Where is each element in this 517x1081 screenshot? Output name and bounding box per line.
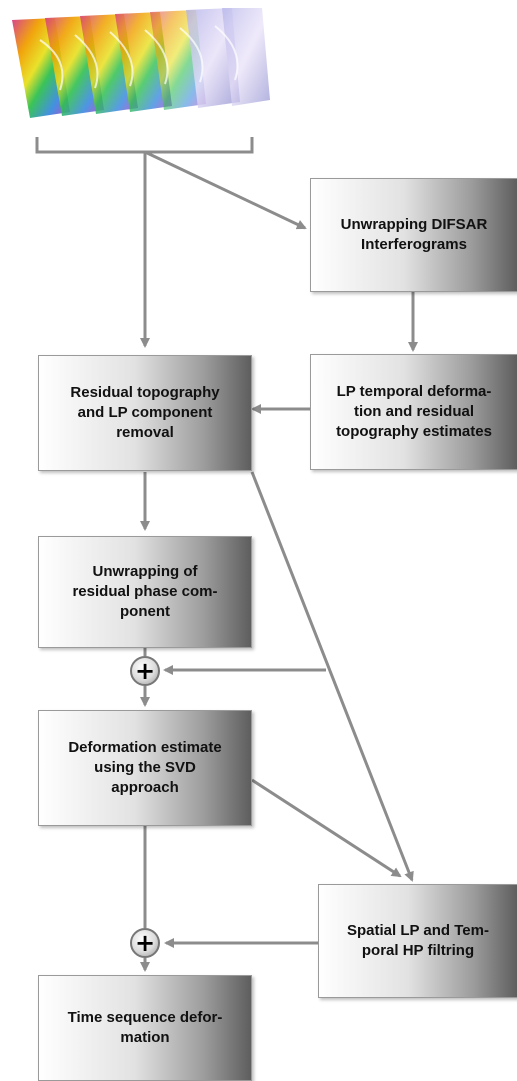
box-unwrapping-difsar: Unwrapping DIFSAR Interferograms	[310, 178, 517, 292]
sum-node-2: +	[130, 928, 160, 958]
box-time-sequence-deformation: Time sequence defor- mation	[38, 975, 252, 1081]
box-residual-topography-removal: Residual topography and LP component rem…	[38, 355, 252, 471]
stack-bracket	[35, 137, 254, 154]
interferogram-frames	[12, 8, 270, 118]
box-lp-temporal-estimates: LP temporal deforma- tion and residual t…	[310, 354, 517, 470]
box-unwrapping-residual-phase: Unwrapping of residual phase com- ponent	[38, 536, 252, 648]
sum-node-1: +	[130, 656, 160, 686]
arrow-stack-to-unwrap	[144, 150, 307, 230]
arrow-residual-to-spatial	[250, 471, 414, 882]
interferogram-stack-icon	[12, 8, 270, 118]
arrow-svd-to-spatial	[251, 778, 402, 878]
box-svd-deformation-estimate: Deformation estimate using the SVD appro…	[38, 710, 252, 826]
box-spatial-lp-temporal-hp: Spatial LP and Tem- poral HP filtring	[318, 884, 517, 998]
